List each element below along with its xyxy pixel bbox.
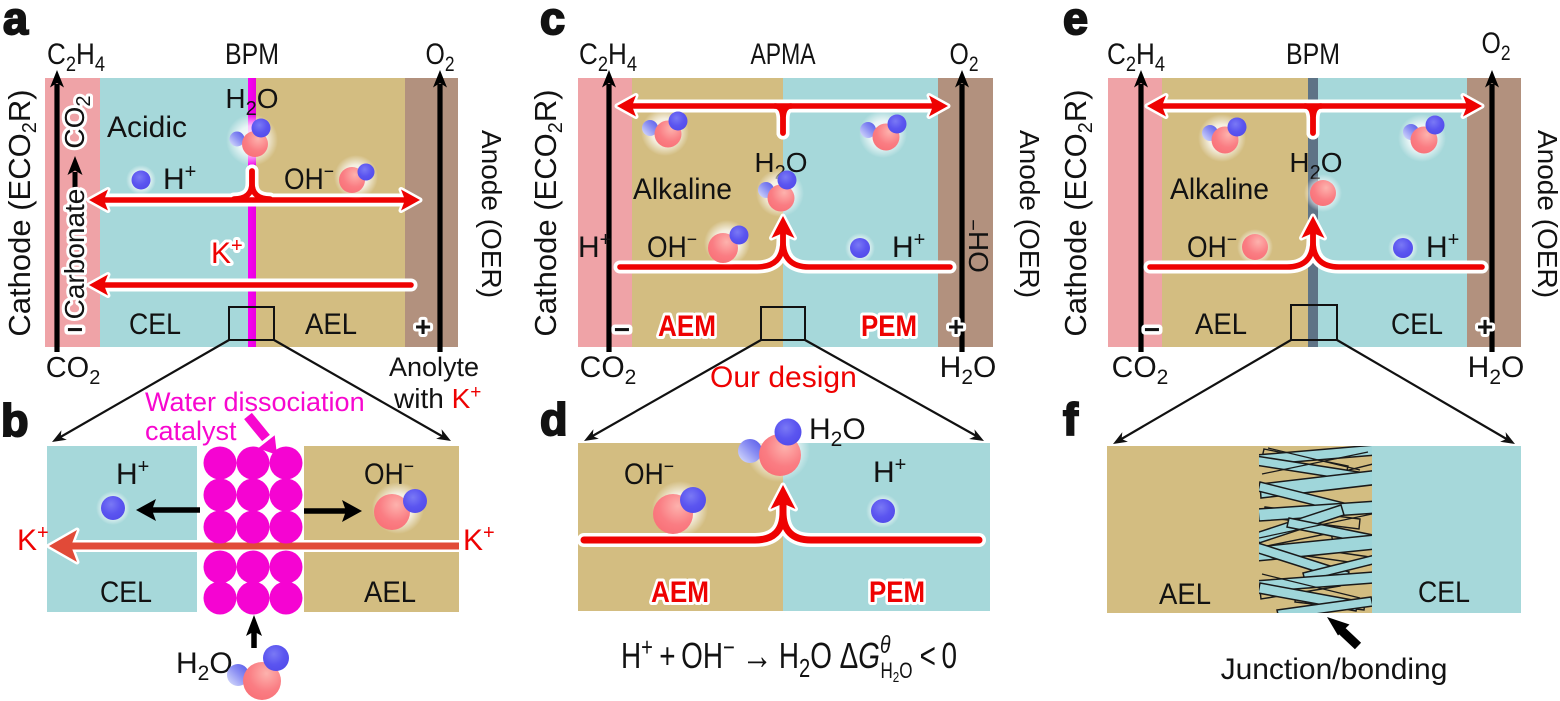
- svg-text:b: b: [1, 395, 29, 446]
- svg-text:+: +: [948, 311, 964, 342]
- svg-text:K+: K+: [211, 235, 243, 270]
- svg-text:Alkaline: Alkaline: [1170, 173, 1269, 206]
- svg-text:Anolyte: Anolyte: [389, 352, 479, 382]
- svg-text:c: c: [540, 0, 565, 44]
- svg-text:BPM: BPM: [1286, 38, 1340, 71]
- svg-text:AEL: AEL: [364, 576, 416, 609]
- svg-text:CEL: CEL: [100, 576, 152, 609]
- svg-text:PEM: PEM: [869, 576, 925, 609]
- svg-text:Anode (OER): Anode (OER): [1014, 130, 1045, 298]
- svg-text:+: +: [1477, 311, 1493, 342]
- svg-text:Carbonate: Carbonate: [59, 189, 90, 320]
- svg-text:CEL: CEL: [1418, 576, 1470, 609]
- svg-text:CO2: CO2: [1112, 351, 1169, 389]
- svg-text:AEL: AEL: [305, 308, 357, 341]
- svg-text:−: −: [67, 314, 83, 345]
- svg-text:Cathode (ECO2R): Cathode (ECO2R): [528, 89, 567, 336]
- svg-text:H2O: H2O: [809, 413, 866, 451]
- svg-text:PEM: PEM: [861, 310, 917, 343]
- svg-text:CEL: CEL: [129, 308, 181, 341]
- svg-text:AEM: AEM: [651, 576, 709, 609]
- svg-text:AEM: AEM: [658, 310, 716, 343]
- svg-text:catalyst: catalyst: [145, 416, 237, 446]
- svg-text:a: a: [3, 0, 29, 44]
- svg-text:C2H4: C2H4: [47, 38, 105, 76]
- svg-text:Water dissociation: Water dissociation: [145, 387, 365, 417]
- svg-text:d: d: [540, 394, 568, 445]
- svg-text:Our design: Our design: [710, 361, 857, 394]
- svg-text:H+: H+: [578, 229, 611, 264]
- svg-text:f: f: [1063, 394, 1079, 445]
- svg-text:Acidic: Acidic: [107, 111, 187, 144]
- svg-text:Anode (OER): Anode (OER): [1532, 130, 1560, 298]
- svg-text:BPM: BPM: [225, 38, 279, 71]
- svg-text:Junction/bonding: Junction/bonding: [1221, 653, 1448, 686]
- svg-text:CEL: CEL: [1391, 308, 1443, 341]
- svg-text:−: −: [1144, 314, 1160, 345]
- svg-text:APMA: APMA: [751, 38, 816, 71]
- svg-text:Alkaline: Alkaline: [633, 173, 732, 206]
- svg-text:AEL: AEL: [1159, 578, 1211, 611]
- svg-text:+: +: [415, 311, 431, 342]
- svg-text:e: e: [1063, 0, 1088, 44]
- svg-text:AEL: AEL: [1195, 308, 1247, 341]
- svg-text:−: −: [614, 314, 630, 345]
- svg-text:Anode (OER): Anode (OER): [476, 130, 507, 298]
- svg-text:with K+: with K+: [393, 382, 481, 414]
